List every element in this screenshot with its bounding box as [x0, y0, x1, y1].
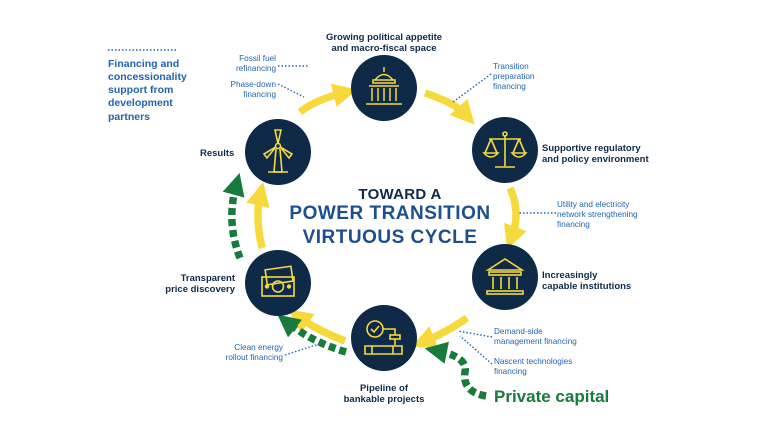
arrow-results-to-political — [297, 83, 357, 115]
label-line: Supportive regulatory — [542, 143, 641, 154]
institution-building-icon — [485, 258, 525, 295]
financing-line: Utility and electricity — [557, 200, 630, 209]
financing-line: rollout financing — [225, 352, 283, 362]
legend-line: development — [108, 97, 173, 110]
leader-nascent — [459, 335, 493, 365]
node-institutions — [472, 244, 538, 310]
arrow-institutions-to-pipeline — [411, 314, 470, 349]
leader-lines — [108, 49, 556, 365]
financing-line: financing — [243, 89, 276, 99]
title-line3: VIRTUOUS CYCLE — [302, 227, 478, 248]
node-results — [245, 119, 311, 185]
financing-line: refinancing — [235, 63, 276, 73]
capitol-building-icon — [366, 67, 402, 105]
label-line: Increasingly — [542, 270, 598, 281]
financing-nascent: Nascent technologies financing — [494, 357, 572, 377]
financing-line: financing — [494, 366, 527, 376]
financing-line: financing — [493, 81, 526, 91]
financing-line: Phase-down — [230, 80, 276, 89]
financing-line: Transition — [493, 62, 529, 71]
legend-line: Financing and — [108, 58, 180, 70]
leader-phasedown — [277, 83, 305, 98]
label-price: Transparent price discovery — [155, 273, 235, 296]
financing-line: preparation — [493, 71, 535, 81]
leader-transition — [452, 73, 492, 103]
label-line: Pipeline of — [359, 383, 409, 394]
financing-line: Nascent technologies — [494, 357, 573, 366]
green-arrow-private-to-pipeline — [424, 341, 487, 400]
label-line: and policy environment — [542, 154, 649, 166]
label-pipeline: Pipeline of bankable projects — [334, 383, 434, 406]
arrow-regulatory-to-institutions — [504, 186, 527, 250]
label-line: and macro-fiscal space — [331, 43, 437, 55]
label-line: Growing political appetite — [325, 32, 443, 43]
financing-demand: Demand-side management financing — [494, 327, 577, 347]
label-line: Transparent — [180, 273, 235, 284]
private-capital-label: Private capital — [494, 387, 610, 406]
title-line1: TOWARD A — [358, 186, 442, 203]
banknote-icon — [261, 265, 295, 297]
legend-text: Financing and concessionality support fr… — [108, 58, 187, 124]
green-arrow-pipeline-to-price — [277, 314, 348, 356]
arrow-price-to-results — [246, 181, 270, 249]
financing-line: management financing — [494, 336, 577, 346]
leader-demand — [457, 330, 493, 338]
label-political: Growing political appetite and macro-fis… — [309, 32, 459, 55]
legend-line: partners — [108, 110, 151, 123]
yellow-arrows — [246, 83, 527, 349]
financing-line: Clean energy — [234, 343, 283, 352]
financing-utility: Utility and electricity network strength… — [557, 200, 638, 230]
balance-scale-icon — [482, 131, 528, 168]
label-line: capable institutions — [542, 281, 632, 293]
label-results: Results — [200, 148, 235, 159]
wind-turbine-icon — [262, 129, 294, 173]
pipeline-check-icon — [364, 320, 403, 355]
node-political — [351, 55, 417, 121]
legend-line: support from — [108, 84, 174, 97]
financing-phasedown: Phase-down financing — [216, 80, 276, 100]
title-line2: POWER TRANSITION — [289, 203, 491, 224]
node-price — [245, 250, 311, 316]
label-regulatory: Supportive regulatory and policy environ… — [542, 143, 649, 166]
financing-fossil: Fossil fuel refinancing — [226, 54, 276, 74]
arrow-pipeline-to-price — [288, 309, 347, 345]
leader-clean — [284, 342, 323, 356]
node-regulatory — [472, 117, 538, 183]
arrow-political-to-regulatory — [423, 89, 475, 125]
financing-line: financing — [557, 219, 590, 229]
green-arrow-price-to-results — [222, 172, 245, 260]
green-arrows — [222, 172, 487, 400]
label-line: price discovery — [165, 284, 235, 296]
label-line: bankable projects — [343, 394, 425, 406]
financing-transition: Transition preparation financing — [493, 62, 534, 92]
legend-line: concessionality — [108, 71, 187, 84]
financing-line: network strengthening — [557, 209, 638, 219]
node-pipeline — [351, 305, 417, 371]
financing-line: Demand-side — [494, 327, 543, 336]
label-institutions: Increasingly capable institutions — [542, 270, 631, 293]
financing-clean: Clean energy rollout financing — [210, 343, 283, 363]
financing-line: Fossil fuel — [239, 54, 276, 63]
